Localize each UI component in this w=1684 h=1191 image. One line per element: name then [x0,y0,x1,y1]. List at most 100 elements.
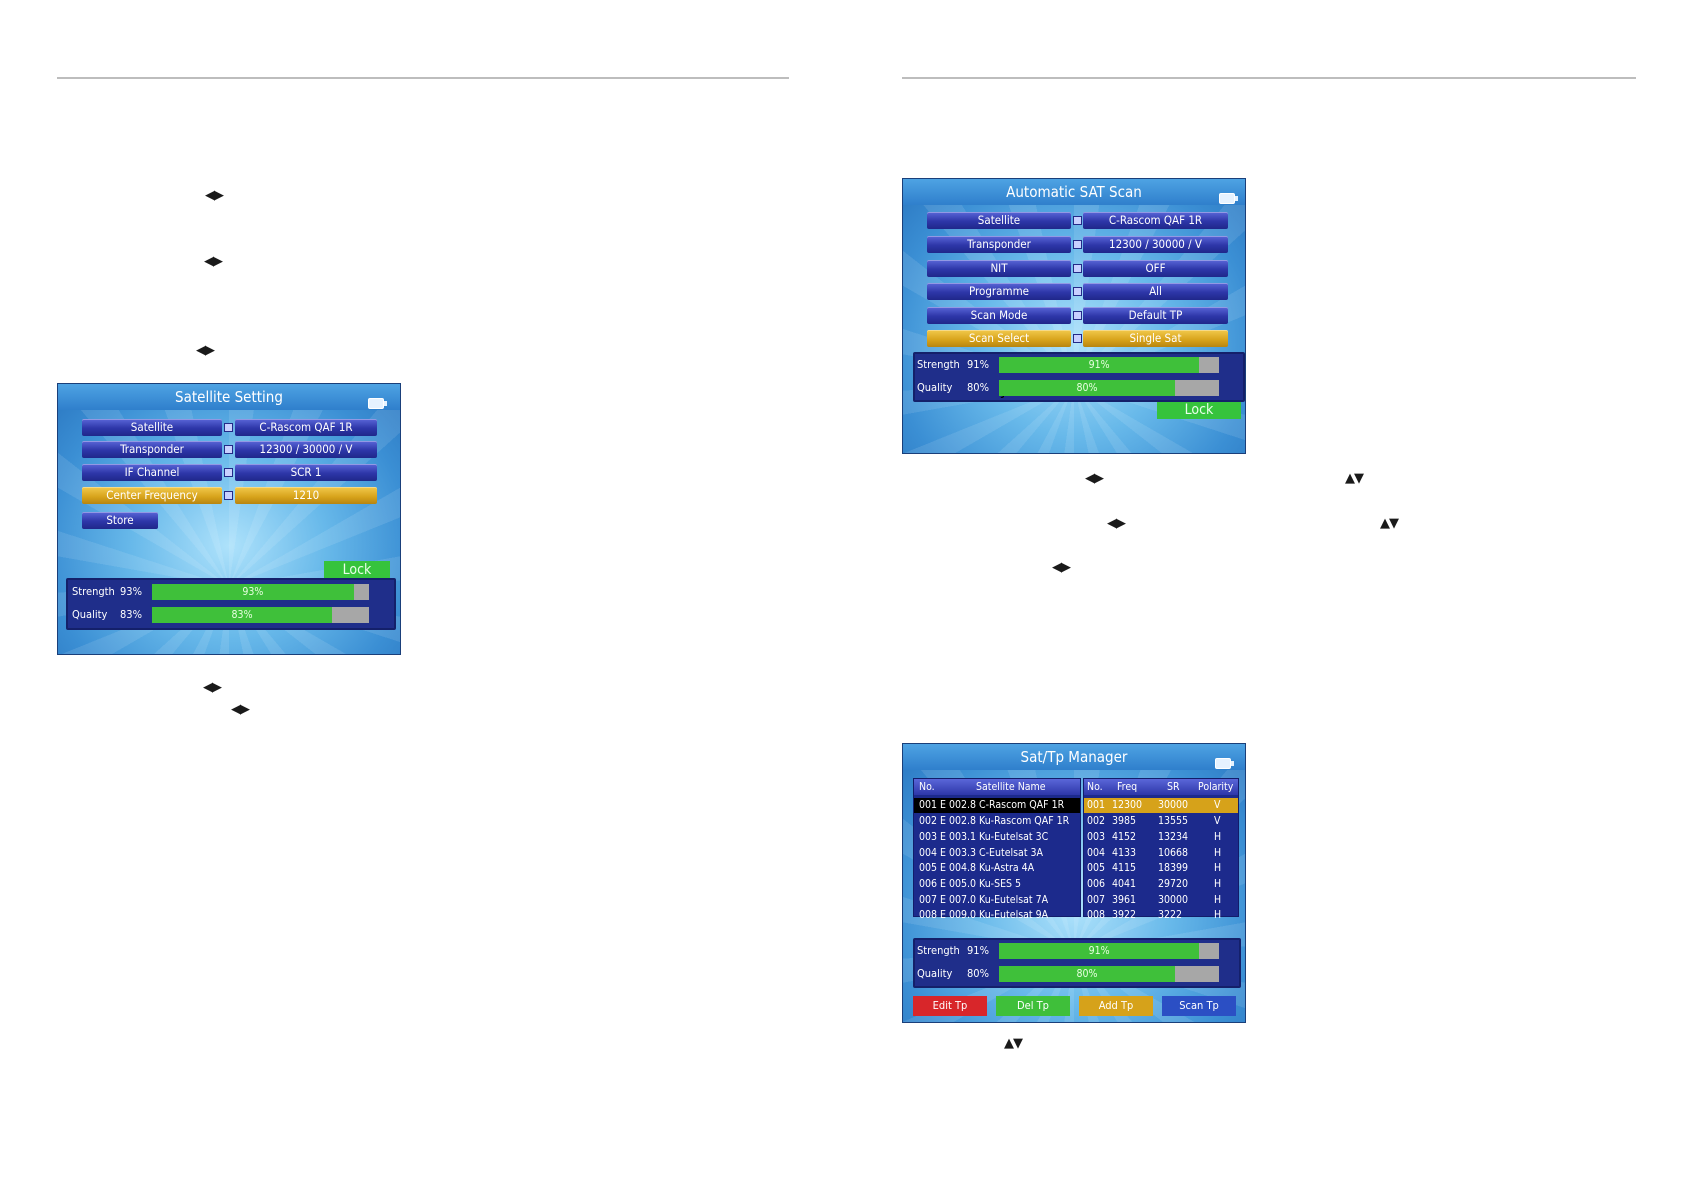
del-tp-button[interactable]: Del Tp [996,996,1070,1016]
tp-freq: 4152 [1112,831,1137,843]
transponder-value[interactable]: 12300 / 30000 / V [235,441,377,458]
scan-select-value[interactable]: Single Sat [1083,330,1228,347]
nit-value[interactable]: OFF [1083,260,1228,277]
satellite-row[interactable]: 008 E 009.0 Ku-Eutelsat 9A [914,908,1080,923]
tp-polarity: V [1214,815,1221,827]
satellite-value[interactable]: C-Rascom QAF 1R [235,419,377,436]
up-down-arrow-icon: ▲▼ [1380,516,1399,531]
center-frequency-value[interactable]: 1210 [235,487,377,504]
separator-icon [224,491,233,500]
tp-polarity: H [1214,909,1222,921]
satellite-row[interactable]: 001 E 002.8 C-Rascom QAF 1R [914,798,1080,813]
satellite-label[interactable]: Satellite [82,419,222,436]
tp-polarity: H [1214,862,1222,874]
header-rule-left [57,77,789,79]
tp-no: 002 [1087,815,1106,827]
transponder-label[interactable]: Transponder [82,441,222,458]
quality-bar-fill: 80% [999,380,1175,396]
separator-icon [1073,216,1082,225]
tp-no: 001 [1087,799,1106,811]
satellite-row[interactable]: 002 E 002.8 Ku-Rascom QAF 1R [914,814,1080,829]
edit-tp-button[interactable]: Edit Tp [913,996,987,1016]
scan-mode-value[interactable]: Default TP [1083,307,1228,324]
transponder-row[interactable]: 004 4133 10668 H [1084,846,1238,861]
tp-sr: 30000 [1158,799,1189,811]
header-freq: Freq [1117,781,1138,793]
scan-tp-button[interactable]: Scan Tp [1162,996,1236,1016]
tp-freq: 12300 [1112,799,1143,811]
center-frequency-label[interactable]: Center Frequency [82,487,222,504]
if-channel-value[interactable]: SCR 1 [235,464,377,481]
tp-no: 005 [1087,862,1106,874]
satellite-row[interactable]: 007 E 007.0 Ku-Eutelsat 7A [914,893,1080,908]
if-channel-label[interactable]: IF Channel [82,464,222,481]
separator-icon [224,423,233,432]
strength-bar-fill: 93% [152,584,354,600]
sat-tp-manager-screen: Sat/Tp Manager No. Satellite Name 001 E … [902,743,1246,1023]
strength-bar: 93% [152,584,369,600]
tp-no: 006 [1087,878,1106,890]
left-right-arrow-icon: ◀▶ [205,188,224,203]
strength-label: Strength [917,944,960,957]
tp-sr: 10668 [1158,847,1189,859]
transponder-row[interactable]: 006 4041 29720 H [1084,877,1238,892]
transponder-row[interactable]: 005 4115 18399 H [1084,861,1238,876]
transponder-row[interactable]: 008 3922 3222 H [1084,908,1238,923]
scan-select-label[interactable]: Scan Select [927,330,1071,347]
quality-bar: 80% } [999,380,1219,399]
add-tp-button[interactable]: Add Tp [1079,996,1153,1016]
tp-no: 003 [1087,831,1106,843]
transponder-row[interactable]: 001 12300 30000 V [1084,798,1238,813]
header-polarity: Polarity [1198,781,1234,793]
screen-title: Automatic SAT Scan [903,179,1245,205]
nit-label[interactable]: NIT [927,260,1071,277]
quality-bar-fill: 80% [999,966,1175,982]
tp-polarity: H [1214,831,1222,843]
transponder-row[interactable]: 003 4152 13234 H [1084,830,1238,845]
tp-sr: 3222 [1158,909,1183,921]
strength-percent: 91% [967,358,989,371]
satellite-row[interactable]: 006 E 005.0 Ku-SES 5 [914,877,1080,892]
separator-icon [1073,287,1082,296]
lock-indicator: Lock [1157,402,1241,419]
screen-title: Sat/Tp Manager [903,744,1245,770]
programme-value[interactable]: All [1083,283,1228,300]
satellite-row-text: 007 E 007.0 Ku-Eutelsat 7A [919,894,1049,906]
transponder-label[interactable]: Transponder [927,236,1071,253]
separator-icon [1073,311,1082,320]
tp-polarity: H [1214,894,1222,906]
signal-panel: Strength 91% 91% Quality 80% 80% } [913,352,1245,402]
signal-panel: Strength 91% 91% Quality 80% 80% [913,938,1241,988]
left-right-arrow-icon: ◀▶ [196,343,215,358]
battery-icon [368,398,387,409]
satellite-value[interactable]: C-Rascom QAF 1R [1083,212,1228,229]
quality-bar: 83% [152,607,369,623]
transponder-row[interactable]: 002 3985 13555 V [1084,814,1238,829]
scan-mode-label[interactable]: Scan Mode [927,307,1071,324]
transponder-row[interactable]: 007 3961 30000 H [1084,893,1238,908]
satellite-row[interactable]: 003 E 003.1 Ku-Eutelsat 3C [914,830,1080,845]
strength-bar: 91% [999,357,1219,373]
quality-label: Quality [72,608,108,621]
tp-freq: 3922 [1112,909,1137,921]
strength-percent: 93% [120,585,142,598]
header-no: No. [1087,781,1103,793]
strength-label: Strength [917,358,960,371]
screen-title: Satellite Setting [58,384,400,410]
transponder-value[interactable]: 12300 / 30000 / V [1083,236,1228,253]
programme-label[interactable]: Programme [927,283,1071,300]
store-button[interactable]: Store [82,512,158,529]
strength-bar-fill: 91% [999,357,1200,373]
tp-sr: 30000 [1158,894,1189,906]
satellite-row-text: 003 E 003.1 Ku-Eutelsat 3C [919,831,1049,843]
satellite-row[interactable]: 004 E 003.3 C-Eutelsat 3A [914,846,1080,861]
separator-icon [1073,264,1082,273]
satellite-row[interactable]: 005 E 004.8 Ku-Astra 4A [914,861,1080,876]
header-rule-right [902,77,1636,79]
tp-no: 008 [1087,909,1106,921]
left-right-arrow-icon: ◀▶ [1107,516,1126,531]
satellite-label[interactable]: Satellite [927,212,1071,229]
tp-polarity: H [1214,847,1222,859]
satellite-row-text: 001 E 002.8 C-Rascom QAF 1R [919,799,1065,811]
strength-bar-fill: 91% [999,943,1200,959]
